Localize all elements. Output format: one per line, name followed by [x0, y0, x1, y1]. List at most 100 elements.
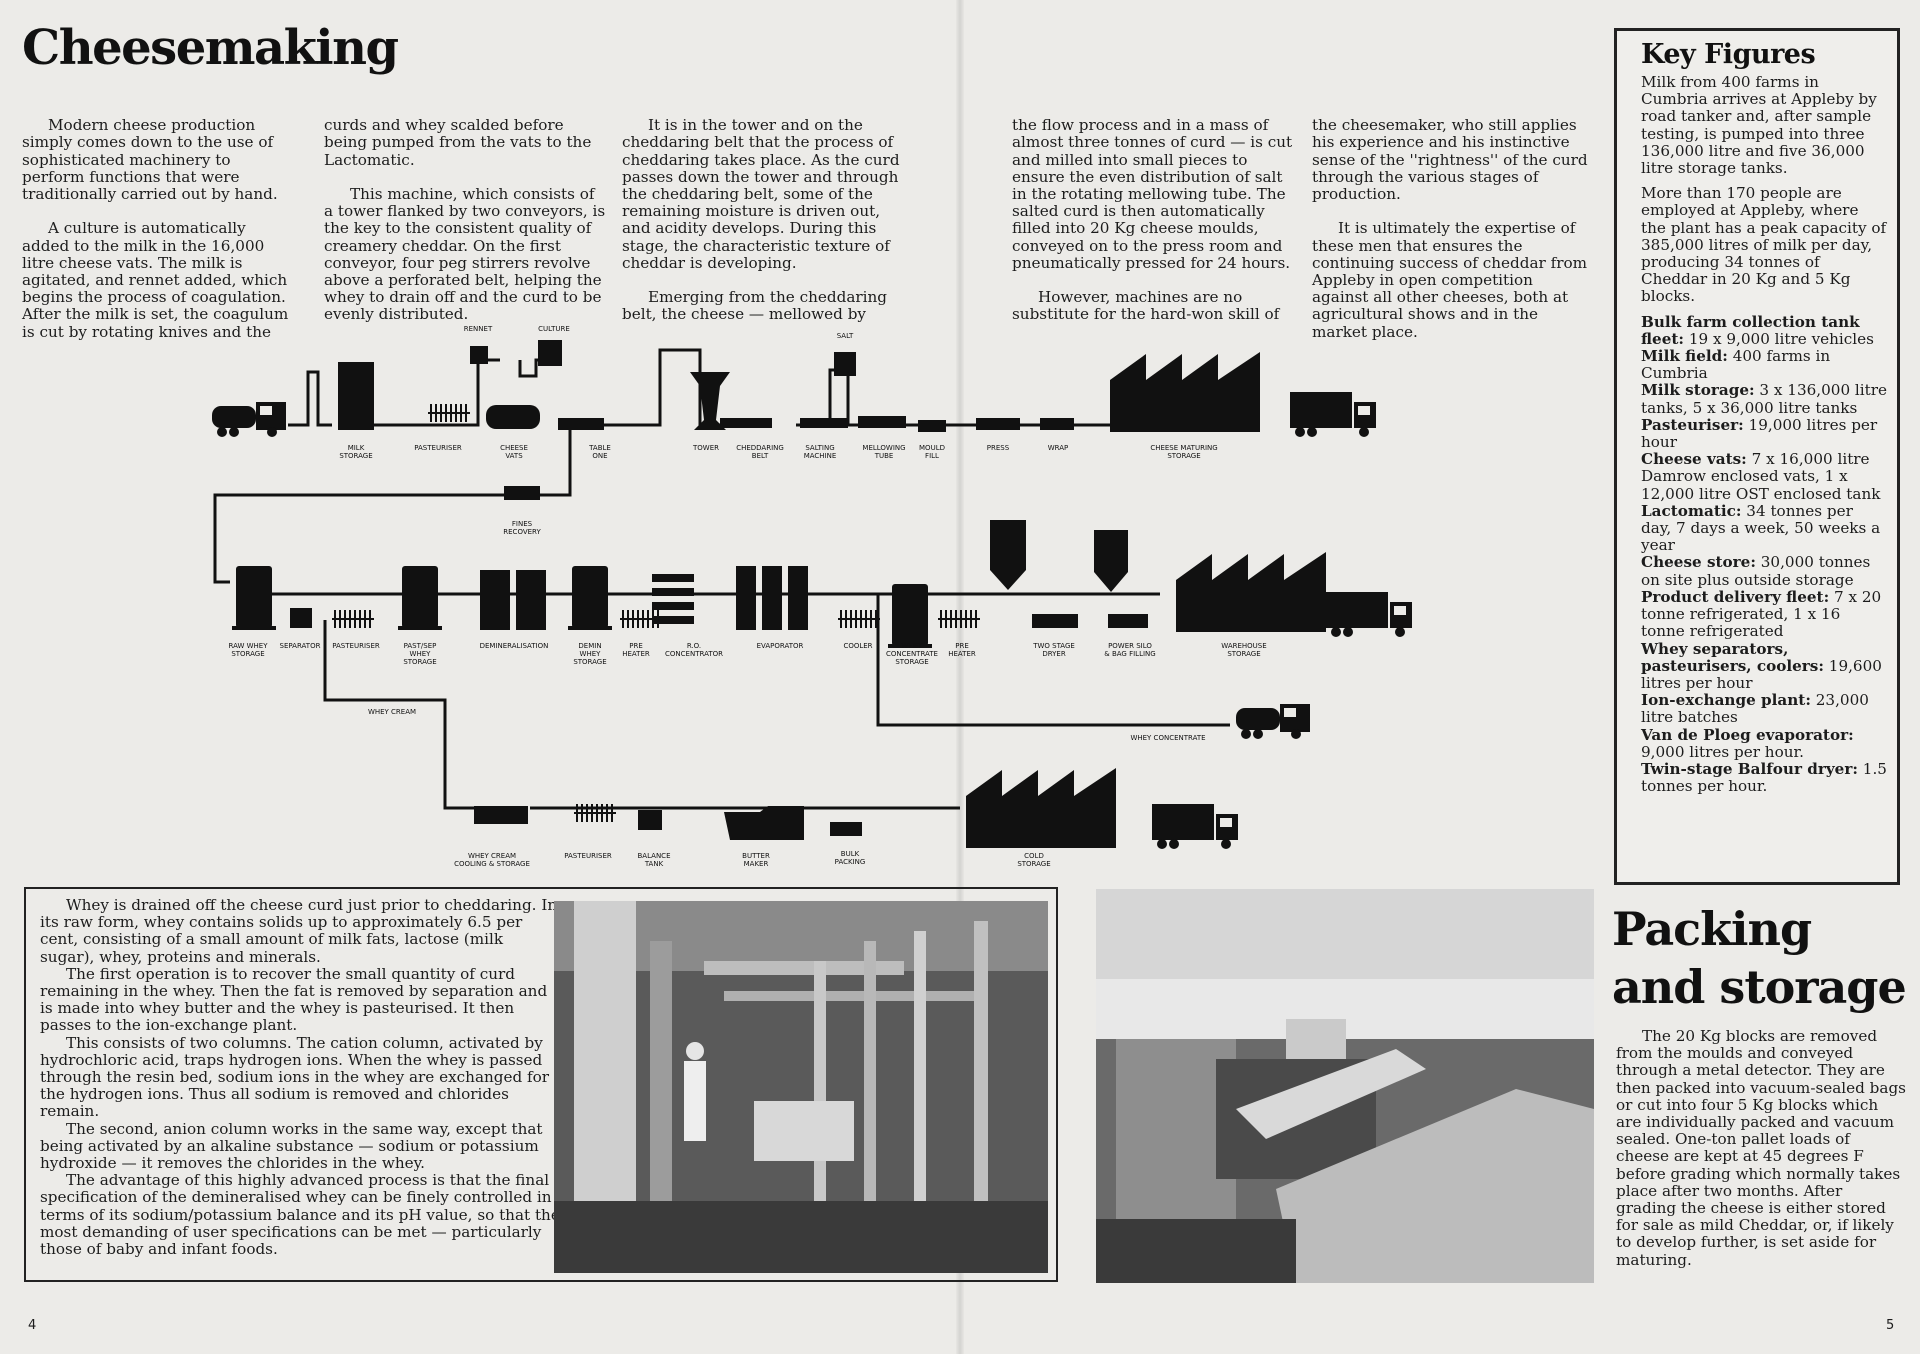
spec-item: Ion-exchange plant: 23,000 litre batches: [1641, 691, 1887, 727]
label-bulk-packing-2: PACKING: [835, 858, 866, 866]
whey-concentrate-storage-icon: [888, 584, 932, 648]
key-figures-intro: Milk from 400 farms in Cumbria arrives a…: [1641, 73, 1877, 178]
paragraph: It is ultimately the expertise of these …: [1312, 219, 1588, 341]
spec-item: Milk storage: 3 x 136,000 litre tanks, 5…: [1641, 381, 1888, 417]
paragraph: the flow process and in a mass of almost…: [1012, 116, 1293, 272]
label-cheese-maturing-2: STORAGE: [1167, 452, 1200, 460]
spec-value: 7 x 20 tonne refrigerated, 1 x 16 tonne …: [1641, 587, 1882, 641]
label-whey-conc-3: STORAGE: [895, 658, 928, 666]
page-number-right: 5: [1886, 1318, 1895, 1333]
label-tower: TOWER: [692, 444, 719, 452]
label-two-stage-1: TWO STAGE: [1032, 642, 1075, 650]
raw-whey-storage-icon: [232, 566, 276, 630]
label-salt: SALT: [837, 332, 854, 340]
whey-concentrate-tanker-icon: [1236, 704, 1310, 739]
paragraph: However, machines are no substitute for …: [1012, 288, 1280, 324]
cheese-vats-icon: [470, 340, 562, 429]
plant-photo-art: [554, 901, 1048, 1273]
label-power-silo-1: POWER SILO: [1108, 642, 1152, 650]
label-pre-heater2-1: PRE: [955, 642, 969, 650]
label-fines-1: FINES: [512, 520, 533, 528]
label-rennet: RENNET: [464, 325, 493, 333]
label-warehouse-1: WAREHOUSE: [1221, 642, 1266, 650]
label-butter-maker-1: BUTTER: [742, 852, 770, 860]
label-ro-1: R.O.: [687, 642, 701, 650]
label-past-sep-2: WHEY: [410, 650, 432, 658]
label-balance-tank-1: BALANCE: [638, 852, 671, 860]
spec-label: Twin-stage Balfour dryer:: [1641, 759, 1858, 778]
label-whey-cream: WHEY CREAM: [368, 708, 416, 716]
label-table-one-1: TABLE: [588, 444, 611, 452]
label-pasteuriser: PASTEURISER: [414, 444, 462, 452]
packing-heading: Packing and storage: [1612, 900, 1907, 1016]
spec-label: Milk storage:: [1641, 381, 1755, 400]
key-figures-box: Key Figures Milk from 400 farms in Cumbr…: [1614, 28, 1900, 885]
label-mellowing-tube-2: TUBE: [874, 452, 894, 460]
spec-label: Pasteuriser:: [1641, 415, 1744, 434]
label-warehouse-2: STORAGE: [1227, 650, 1260, 658]
spec-item: Van de Ploeg evaporator: 9,000 litres pe…: [1641, 725, 1887, 761]
spec-value: 400 farms in Cumbria: [1641, 347, 1831, 383]
label-table-one-2: ONE: [592, 452, 607, 460]
label-bulk-packing-1: BULK: [841, 850, 860, 858]
label-press: PRESS: [987, 444, 1010, 452]
label-pasteuriser-2: PASTEURISER: [332, 642, 380, 650]
spec-value: 7 x 16,000 litre Damrow enclosed vats, 1…: [1641, 450, 1881, 503]
label-cheese-maturing-1: CHEESE MATURING: [1150, 444, 1217, 452]
label-demin-2: WHEY: [580, 650, 602, 658]
delivery-lorry-2-icon: [1326, 592, 1412, 637]
label-raw-whey-2: STORAGE: [231, 650, 264, 658]
label-mellowing-tube-1: MELLOWING: [862, 444, 905, 452]
packing-text: The 20 Kg blocks are removed from the mo…: [1616, 1027, 1906, 1269]
pasteuriser-2-icon: [332, 610, 374, 628]
label-cheddaring-belt-1: CHEDDARING: [736, 444, 784, 452]
spec-label: Van de Ploeg evaporator:: [1641, 725, 1854, 744]
paragraph: It is in the tower and on the cheddaring…: [622, 116, 900, 272]
spec-label: Milk field:: [1641, 347, 1728, 366]
label-milk-storage-1: MILK: [348, 444, 365, 452]
label-demineralisation: DEMINERALISATION: [480, 642, 549, 650]
label-whey-concentrate: WHEY CONCENTRATE: [1130, 734, 1205, 742]
page-number-left: 4: [28, 1318, 37, 1333]
spec-item: Milk field: 400 farms in Cumbria: [1641, 347, 1887, 383]
packing-heading-line2: and storage: [1612, 960, 1907, 1014]
label-cold-storage-1: COLD: [1024, 852, 1044, 860]
paragraph: The 20 Kg blocks are removed from the mo…: [1616, 1027, 1906, 1269]
wrap-icon: [1040, 418, 1074, 430]
text-column-2: curds and whey scalded before being pump…: [324, 100, 606, 341]
salting-machine-icon: [800, 352, 856, 428]
spec-value: 3 x 136,000 litre tanks, 5 x 36,000 litr…: [1641, 381, 1888, 417]
spec-item: Cheese vats: 7 x 16,000 litre Damrow enc…: [1641, 451, 1887, 503]
tower-icon: [690, 372, 730, 430]
diagram-labels: RENNET CULTURE SALT MILK STORAGE PASTEUR…: [228, 325, 1266, 868]
spec-value: 23,000 litre batches: [1641, 691, 1869, 727]
spec-value: 19 x 9,000 litre vehicles: [1684, 329, 1874, 348]
key-figures-specs: Bulk farm collection tank fleet: 19 x 9,…: [1641, 313, 1888, 796]
key-figures-intro: More than 170 people are employed at App…: [1641, 184, 1887, 306]
spec-label: Whey separators, pasteurisers, coolers:: [1641, 639, 1824, 675]
label-whey-cream-storage-2: COOLING & STORAGE: [454, 860, 530, 868]
label-whey-cream-storage-1: WHEY CREAM: [468, 852, 516, 860]
label-pre-heater-2: HEATER: [622, 650, 650, 658]
label-fines-2: RECOVERY: [503, 528, 541, 536]
label-mould-fill-1: MOULD: [919, 444, 945, 452]
text-column-1: Modern cheese production simply comes do…: [22, 100, 294, 358]
pasteuriser-icon: [428, 404, 470, 422]
paragraph: This consists of two columns. The cation…: [40, 1033, 550, 1121]
paragraph: Modern cheese production simply comes do…: [22, 116, 278, 204]
label-cheddaring-belt-2: BELT: [752, 452, 769, 460]
packing-photo-art: [1096, 889, 1594, 1283]
bulk-packing-icon: [830, 822, 862, 836]
demineralisation-icon: [480, 570, 546, 630]
label-power-silo-2: & BAG FILLING: [1104, 650, 1155, 658]
label-two-stage-2: DRYER: [1042, 650, 1066, 658]
mould-fill-icon: [918, 420, 946, 432]
spec-label: Cheese store:: [1641, 553, 1756, 572]
key-figures-heading: Key Figures: [1641, 39, 1816, 70]
label-milk-storage-2: STORAGE: [339, 452, 372, 460]
label-wrap: WRAP: [1048, 444, 1069, 452]
power-silo-icon: [1094, 530, 1148, 628]
paragraph: the cheesemaker, who still applies his e…: [1312, 116, 1588, 204]
butter-maker-icon: [724, 806, 804, 840]
milk-tanker-icon: [212, 402, 286, 437]
